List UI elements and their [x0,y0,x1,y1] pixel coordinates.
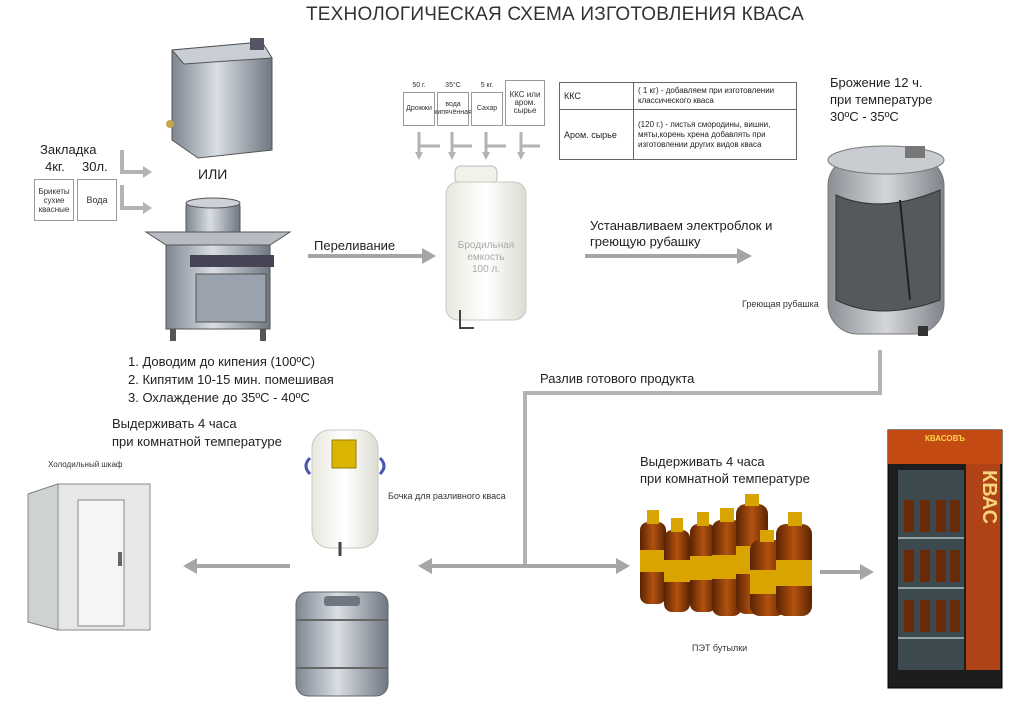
fermentation-line-2: при температуре [830,92,933,107]
ingredient-box-sugar: Сахар [471,92,503,126]
table-row: ККС ( 1 кг) - добавляем при изготовлении… [559,82,797,110]
pet-bottles-image [640,494,812,616]
dispense-label: Разлив готового продукта [540,371,695,386]
ingredient-amount-water: 35°С [445,82,461,89]
boiling-step-3: 3. Охлаждение до 35ºС - 40ºС [128,390,310,405]
table-cell-desc: ( 1 кг) - добавляем при изготовлении кла… [633,82,797,110]
briquettes-box: Брикеты сухие квасные [34,179,74,221]
fermentation-line-3: 30ºС - 35ºС [830,109,899,124]
fermenter-label: Бродильная емкость 100 л. [446,240,526,276]
ingredient-amount-sugar: 5 кг. [480,82,494,89]
fermenter-line-1: Бродильная [457,240,515,251]
cold-room-image [27,483,151,631]
cold-room-label: Холодильный шкаф [48,460,123,469]
hold-right-line-2: при комнатной температуре [640,471,810,486]
hold-left-line-1: Выдерживать 4 часа [112,416,237,431]
barrel-label: Бочка для разливного кваса [388,491,506,501]
ingredients-table: ККС ( 1 кг) - добавляем при изготовлении… [559,82,797,160]
table-cell-desc: (120 г.) - листья смородины, вишни, мяты… [633,109,797,160]
fermentation-canister-image [445,165,527,329]
stove-image [144,197,292,341]
hold-left-line-2: при комнатной температуре [112,434,282,449]
ingredient-name-yeast: Дрожжи [406,105,432,112]
ingredient-box-kks: ККС или аром. сырье [505,80,545,126]
ingredient-name-water: вода кипячённая [434,101,472,116]
or-label: ИЛИ [198,166,228,182]
fermenter-line-2: емкость [467,252,505,263]
briquettes-text: Брикеты сухие квасные [38,186,70,214]
ingredient-arrows [417,132,540,148]
heating-jacket-label: Греющая рубашка [742,299,819,309]
display-fridge-image [887,429,1003,689]
loading-label: Закладка [40,142,97,157]
briquettes-qty: 4кг. [45,159,65,174]
fridge-text: КВАС [978,470,1000,525]
water-qty: 30л. [82,159,108,174]
diagram-title: ТЕХНОЛОГИЧЕСКАЯ СХЕМА ИЗГОТОВЛЕНИЯ КВАСА [306,4,804,25]
water-text: Вода [86,195,108,205]
fermenter-line-3: 100 л. [471,264,501,275]
ingredient-name-kks: ККС или аром. сырье [509,90,541,115]
table-cell-name: Аром. сырье [559,109,634,160]
ingredient-box-yeast: Дрожжи [403,92,435,126]
pet-label: ПЭТ бутылки [692,643,748,653]
loading-arrows [120,150,145,210]
pouring-label: Переливание [314,238,396,253]
table-row: Аром. сырье (120 г.) - листья смородины,… [559,109,797,160]
install-label: Устанавливаем электроблок и греющую руба… [590,218,773,249]
ingredient-box-water: вода кипячённая [434,92,472,126]
ingredient-name-sugar: Сахар [476,105,498,112]
water-box: Вода [77,179,117,221]
heated-tank-image [827,145,945,336]
steel-kettle-image [166,38,273,159]
table-cell-name: ККС [559,82,634,110]
plastic-barrel-image [304,429,386,556]
fermentation-line-1: Брожение 12 ч. [830,75,923,90]
fridge-brand: КВАСОВЪ [925,434,965,443]
ingredient-amount-yeast: 50 г. [412,82,426,89]
boiling-step-1: 1. Доводим до кипения (100ºС) [128,354,315,369]
hold-right-line-1: Выдерживать 4 часа [640,454,765,469]
steel-keg-image [295,591,389,697]
boiling-step-2: 2. Кипятим 10-15 мин. помешивая [128,372,334,387]
